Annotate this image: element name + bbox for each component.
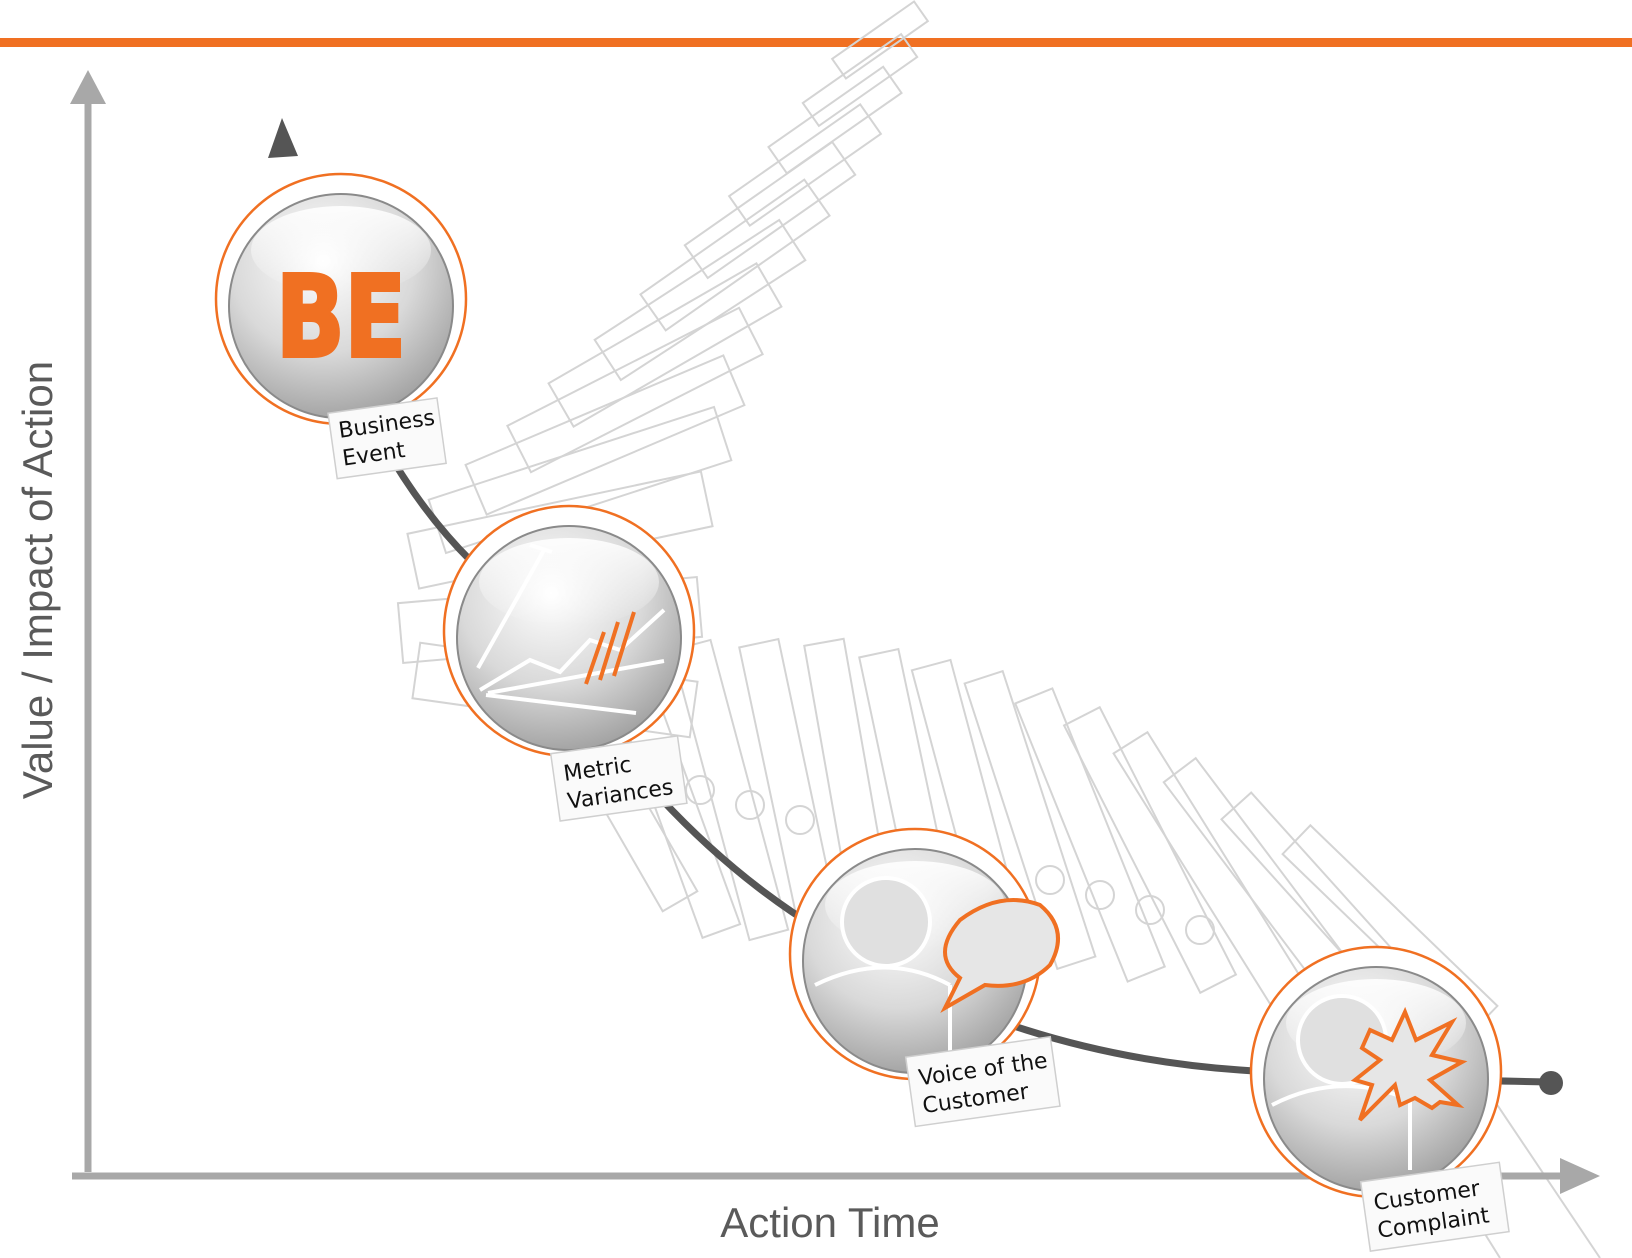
complaint-person-icon [1271,994,1468,1170]
y-axis-label: Value / Impact of Action [14,361,61,799]
chart-icon [476,543,666,715]
curve-end-dot [1539,1071,1563,1095]
tag-business-event: Business Event [327,397,447,480]
x-axis-label: Action Time [720,1199,939,1246]
tag-voice-of-customer: Voice of the Customer [904,1035,1061,1128]
business-event-icon: BE [276,253,406,383]
y-axis [70,70,106,1172]
top-accent-bar [0,38,1632,47]
node-voice-of-customer [788,827,1060,1081]
node-metric-variances [442,504,696,758]
tag-metric-variances: Metric Variances [549,735,688,822]
tag-customer-complaint: Customer Complaint [1359,1161,1510,1252]
node-customer-complaint [1249,945,1503,1199]
speech-person-icon [814,876,1060,1060]
node-business-event: BE [214,172,468,426]
curve-start-arrow-icon [268,118,298,158]
